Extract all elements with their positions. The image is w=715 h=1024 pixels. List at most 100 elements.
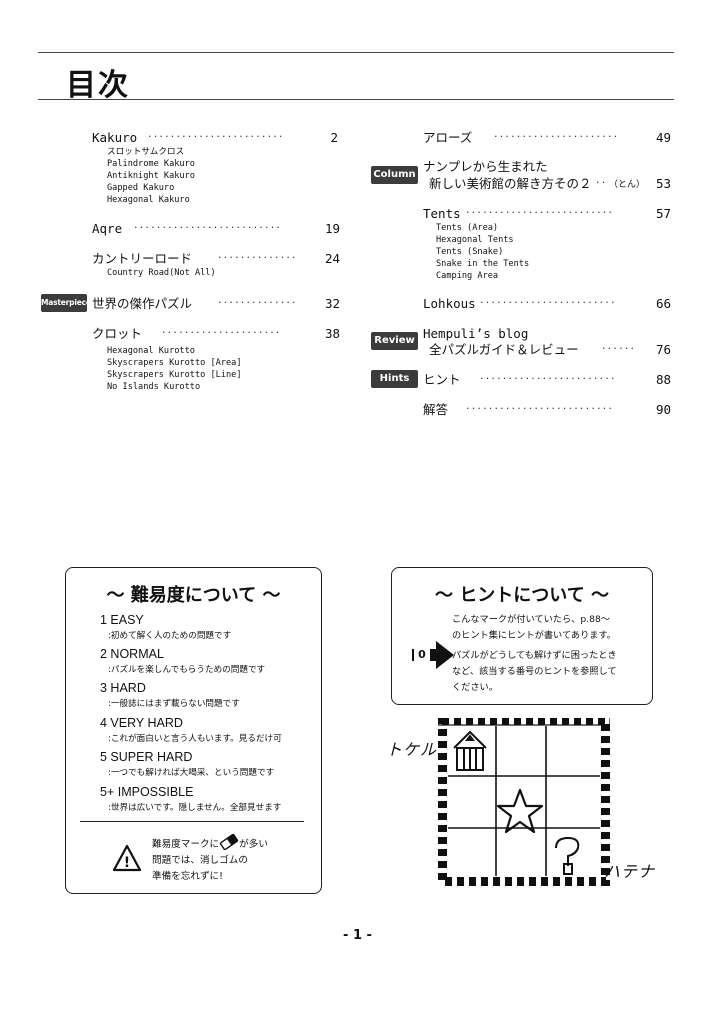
puzzle-illustration: [438, 718, 610, 886]
warning-glyph: !: [124, 855, 130, 871]
toc-subentry: Hexagonal Tents: [436, 235, 514, 245]
toc-entry-author: （とん）: [609, 180, 646, 190]
top-rule: [38, 52, 674, 53]
toc-subentry: Antiknight Kakuro: [107, 171, 195, 181]
hints-line: こんなマークが付いていたら、p.88～: [452, 614, 610, 625]
toc-entry-title[interactable]: アローズ: [423, 130, 473, 145]
difficulty-level-desc: :一つでも解ければ大喝采、という問題です: [108, 768, 275, 778]
toc-page-number: 32: [324, 296, 340, 311]
leader-dots: ························: [480, 296, 617, 309]
toc-subentries: Country Road(Not All): [107, 267, 216, 279]
toc-entry-title[interactable]: Kakuro: [92, 130, 138, 145]
toc-subentry: Snake in the Tents: [436, 259, 530, 269]
question-mark-icon: [555, 836, 580, 875]
toc-entry-title[interactable]: Hempuli’s blog: [423, 326, 529, 341]
note-text: が多い: [239, 839, 268, 850]
column-tag: Column: [371, 166, 418, 184]
toc-page-number: 76: [655, 342, 671, 357]
house-icon: [453, 730, 487, 771]
eraser-icon: [220, 833, 239, 851]
hints-heading: ～ ヒントについて ～: [435, 585, 609, 606]
toc-entry-title[interactable]: ヒント: [423, 372, 461, 387]
toc-subentry: Camping Area: [436, 271, 499, 281]
leader-dots: ························: [148, 130, 285, 143]
toc-entry-title[interactable]: クロット: [92, 326, 143, 341]
toc-subentry: Country Road(Not All): [107, 268, 216, 278]
toc-subentry: Gapped Kakuro: [107, 183, 175, 193]
toc-page-number: 57: [655, 206, 671, 221]
difficulty-level-label: 5 SUPER HARD: [100, 750, 193, 764]
note-text: 準備を忘れずに!: [152, 871, 224, 882]
difficulty-level-label: 1 EASY: [100, 613, 144, 627]
page-title: 目次: [66, 68, 130, 103]
toc-page-number: 19: [324, 221, 340, 236]
toc-entry-title[interactable]: ナンプレから生まれた: [423, 159, 548, 174]
leader-dots: ··············: [218, 296, 298, 309]
toc-page-number: 90: [655, 402, 671, 417]
toc-subentry: No Islands Kurotto: [107, 382, 201, 392]
hints-line: のヒント集にヒントが書いてあります。: [452, 630, 616, 641]
toc-entry-title[interactable]: カントリーロード: [92, 251, 193, 266]
toc-entry-title[interactable]: 世界の傑作パズル: [92, 296, 193, 311]
checkered-border: [438, 718, 610, 886]
difficulty-heading: ～ 難易度について ～: [106, 585, 281, 606]
toc-subentry: Palindrome Kakuro: [107, 159, 195, 169]
difficulty-level-desc: :一般誌にはまず載らない問題です: [108, 699, 240, 709]
toc-subentry: スロットサムクロス: [107, 147, 185, 157]
toc-subentry: Skyscrapers Kurotto [Line]: [107, 370, 242, 380]
toc-page-number: 53: [655, 176, 671, 191]
toc-subentry: Hexagonal Kurotto: [107, 346, 195, 356]
title-underline: [38, 99, 674, 100]
toc-page-number: 66: [655, 296, 671, 311]
difficulty-level-label: 4 VERY HARD: [100, 716, 183, 730]
leader-dots: ··············: [218, 251, 298, 264]
review-tag: Review: [371, 332, 418, 350]
hint-marker-number: 0: [414, 647, 430, 663]
toc-page-number: 2: [330, 130, 338, 145]
hints-line: など、該当する番号のヒントを参照して: [452, 666, 617, 677]
hints-tag: Hints: [371, 370, 418, 388]
toc-subentry: Tents (Area): [436, 223, 499, 233]
toc-entry-title[interactable]: Aqre: [92, 221, 123, 236]
difficulty-level-label: 2 NORMAL: [100, 647, 164, 661]
toc-entry-title[interactable]: 解答: [423, 402, 449, 417]
toc-entry-subtitle[interactable]: 新しい美術館の解き方その２: [429, 176, 592, 191]
leader-dots: ··························: [134, 221, 283, 234]
divider: [80, 821, 304, 823]
note-text: 問題では、消しゴムの: [152, 855, 248, 866]
toc-page-number: 88: [655, 372, 671, 387]
hints-text: こんなマークが付いていたら、p.88～ のヒント集にヒントが書いてあります。 パ…: [452, 612, 617, 696]
toc-entry-title[interactable]: Tents: [423, 206, 461, 221]
toc-subentry: Skyscrapers Kurotto [Area]: [107, 358, 242, 368]
leader-dots: ·····················: [162, 326, 282, 339]
difficulty-level-desc: :初めて解く人のための問題です: [108, 631, 232, 641]
toc-page-number: 24: [324, 251, 340, 266]
leader-dots: ··························: [466, 206, 615, 219]
leader-dots: ························: [480, 372, 617, 385]
arrow-icon: [412, 641, 454, 669]
tokeru-label: トケル: [386, 740, 438, 759]
difficulty-note: 難易度マークにが多い 問題では、消しゴムの 準備を忘れずに!: [152, 833, 268, 885]
toc-subentry: Hexagonal Kakuro: [107, 195, 190, 205]
hints-box: ～ ヒントについて ～ 0 こんなマークが付いていたら、p.88～ のヒント集に…: [391, 567, 653, 705]
warning-icon: !: [112, 844, 142, 872]
hint-marker: 0: [410, 640, 456, 670]
star-icon: [496, 788, 544, 834]
leader-dots: ······················: [494, 130, 620, 143]
hints-line: パズルがどうしても解けずに困ったとき: [452, 650, 617, 661]
difficulty-level-desc: :世界は広いです。隠しません。全部見せます: [108, 803, 282, 813]
toc-page-number: 49: [655, 130, 671, 145]
hatena-label: ハテナ: [604, 862, 656, 881]
toc-entry-title[interactable]: Lohkous: [423, 296, 476, 311]
puzzle-grid: [448, 726, 600, 876]
difficulty-box: ～ 難易度について ～ 1 EASY :初めて解く人のための問題です 2 NOR…: [65, 567, 322, 894]
difficulty-level-desc: :パズルを楽しんでもらうための問題です: [108, 665, 266, 675]
page-number: - 1 -: [343, 928, 372, 943]
toc-entry-subtitle[interactable]: 全パズルガイド＆レビュー: [429, 342, 579, 357]
leader-dots: ······: [602, 342, 637, 355]
leader-dots: ··: [596, 176, 608, 189]
toc-page-number: 38: [324, 326, 340, 341]
difficulty-level-desc: :これが面白いと言う人もいます。見るだけ可: [108, 734, 282, 744]
leader-dots: ··························: [466, 402, 615, 415]
